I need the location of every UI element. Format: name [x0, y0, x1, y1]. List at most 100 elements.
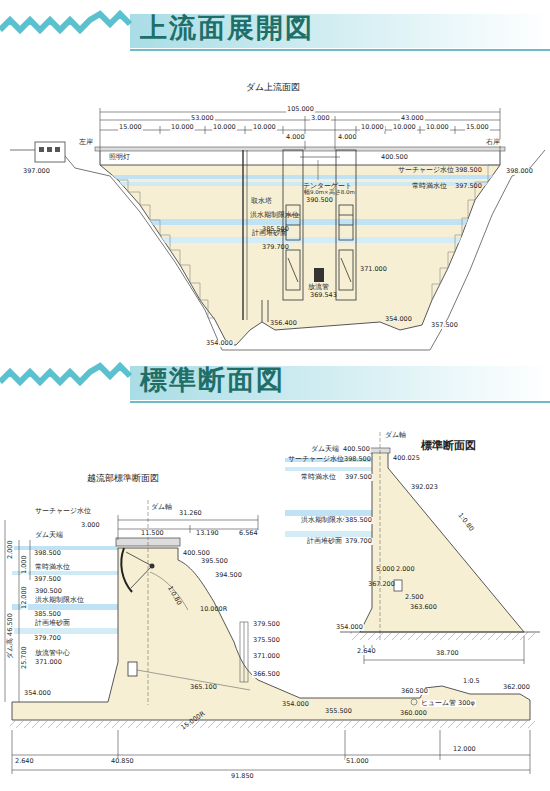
dimension-label: 12.000: [21, 585, 28, 610]
dimension-label: 1:0.80: [457, 512, 475, 533]
dimension-label: 397.000: [22, 168, 51, 175]
dimension-label: 392.023: [410, 484, 439, 491]
dimension-label: 397.500: [344, 474, 373, 481]
dimension-label: 379.500: [252, 621, 281, 628]
dimension-label: 394.500: [214, 572, 243, 579]
dimension-label: 10.000R: [200, 606, 227, 613]
dimension-label: 379.700: [262, 244, 289, 251]
dimension-label: 360.500: [400, 688, 429, 695]
dimension-label: 397.500: [34, 576, 61, 583]
dimension-label: 計画堆砂面: [252, 230, 287, 237]
dimension-label: 洪水期制限水位: [34, 597, 85, 604]
dimension-label: 354.000: [24, 690, 51, 697]
dimension-label: 362.000: [502, 684, 531, 691]
dimension-label: 右岸: [485, 139, 501, 146]
dimension-label: 計画堆砂面: [34, 620, 71, 627]
dimension-label: 3.000: [80, 522, 101, 529]
dimension-label: 398.500: [455, 167, 482, 174]
dimension-label: ヒューム管 300φ: [420, 700, 476, 707]
dimension-label: ダム軸: [384, 432, 407, 439]
dimension-label: 1.000: [21, 554, 28, 575]
dimension-label: 390.500: [306, 197, 333, 204]
dimension-label: 31.260: [178, 510, 203, 517]
dimension-label: ダム天端: [310, 446, 340, 453]
dimension-label: 400.500: [380, 154, 409, 161]
dimension-label: 10.000: [170, 124, 195, 131]
dimension-label: 1:0.5: [462, 678, 481, 685]
dimension-label: 397.500: [455, 183, 482, 190]
dimension-label: 6.564: [238, 530, 259, 537]
dimension-label: 379.700: [344, 538, 373, 545]
dimension-label: 371.000: [252, 653, 281, 660]
dimension-label: サーチャージ水位: [288, 456, 344, 463]
dimension-label: 371.000: [34, 659, 63, 666]
dimension-label: 11.500: [140, 530, 165, 537]
dimension-label: 385.500: [344, 517, 373, 524]
dimension-label: 354.000: [385, 316, 412, 323]
dimension-label: 51.000: [345, 758, 370, 765]
dimension-label: 357.500: [430, 322, 459, 329]
dimension-label: 放流管中心: [34, 650, 71, 657]
dimension-label: 355.500: [325, 708, 352, 715]
dimension-label: 2.500: [405, 594, 424, 601]
dimension-label: 356.400: [270, 320, 297, 327]
dimension-label: 左岸: [78, 139, 94, 146]
dimension-label: 390.500: [34, 588, 63, 595]
dimension-label: 照明灯: [108, 154, 131, 161]
dimension-label: 取水塔: [251, 198, 272, 205]
dimension-label: 洪水期制限水位: [250, 212, 299, 219]
dimension-label: 91.850: [230, 773, 255, 780]
drawing-caption: 越流部標準断面図: [86, 474, 160, 483]
dimension-label: ダム天端: [34, 532, 64, 539]
dimension-label: 15.000: [465, 124, 490, 131]
dimension-label: 365.100: [190, 684, 217, 691]
section-heading: 標準断面図: [140, 366, 285, 394]
drawing-caption: ダム上流面図: [245, 83, 301, 92]
dimension-label: 43.000: [400, 115, 425, 122]
dimension-label: 常時満水位: [34, 564, 71, 571]
dimension-label: 400.500: [182, 550, 211, 557]
section-heading: 上流面展開図: [140, 14, 314, 42]
dimension-label: 13.190: [195, 530, 220, 537]
dimension-label: サーチャージ水位: [34, 508, 92, 515]
dimension-label: 398.500: [34, 550, 61, 557]
dimension-label: 105.000: [286, 106, 315, 113]
dimension-label: 幅9.0m×高さ8.0m: [304, 190, 355, 196]
drawing-caption: 標準断面図: [420, 440, 477, 452]
dimension-label: 10.000: [212, 124, 237, 131]
dimension-label: 40.850: [110, 758, 135, 765]
dimension-label: サーチャージ水位: [398, 167, 454, 174]
dimension-label: 2.000: [396, 566, 415, 573]
dimension-label: 3.000: [310, 115, 331, 122]
dimension-label: 常時満水位: [300, 474, 337, 481]
dimension-label: 計画堆砂面: [306, 538, 343, 545]
dimension-label: 53.000: [190, 115, 215, 122]
dimension-label: テンターゲート: [303, 183, 352, 190]
dimension-label: 400.500: [342, 446, 371, 453]
dimension-label: 395.500: [200, 558, 229, 565]
dimension-label: 12.000: [452, 746, 477, 753]
dimension-label: 10.000: [392, 124, 417, 131]
dimension-label: 385.500: [34, 611, 61, 618]
dimension-label: 10.000: [360, 124, 385, 131]
dimension-label: 10.000: [425, 124, 450, 131]
dimension-label: 放流管: [308, 284, 329, 291]
dimension-label: 354.000: [282, 701, 309, 708]
dimension-label: 398.500: [344, 456, 371, 463]
dimension-label: ダム高 46.500: [7, 612, 14, 660]
dimension-label: 354.000: [335, 624, 364, 631]
dimension-label: 371.000: [360, 266, 387, 273]
dimension-label: ダム軸: [150, 504, 173, 511]
dimension-label: 10.000: [252, 124, 277, 131]
dimension-label: 15.000R: [180, 710, 206, 731]
dimension-label: 15.000: [118, 124, 143, 131]
dimension-label: 常時満水位: [412, 183, 447, 190]
dimension-label: 375.500: [252, 637, 281, 644]
dimension-label: 369.543: [310, 292, 337, 299]
dimension-label: 38.700: [435, 650, 460, 657]
dimension-label: 354.000: [205, 340, 234, 347]
dimension-label: 25.700: [21, 645, 28, 670]
dimension-label: 360.000: [400, 710, 427, 717]
